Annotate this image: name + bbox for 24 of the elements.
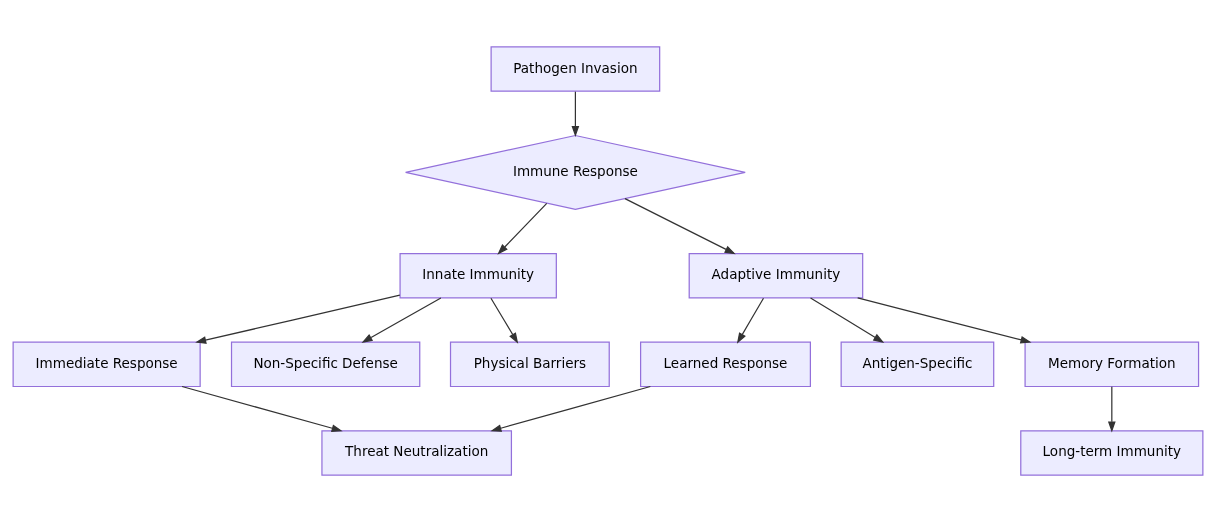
arrow	[809, 297, 885, 343]
arrow	[195, 294, 401, 344]
node-box: Antigen-Specific	[840, 341, 995, 388]
node-box: Physical Barriers	[449, 341, 610, 388]
arrow	[361, 297, 442, 343]
arrow	[1107, 386, 1116, 433]
node-box: Memory Formation	[1024, 341, 1200, 388]
node-diamond: Immune Response	[405, 134, 746, 210]
node-box: Learned Response	[640, 341, 811, 388]
node-box: Non-Specific Defense	[230, 341, 421, 388]
node-box: Threat Neutralization	[321, 430, 513, 476]
arrow	[181, 385, 343, 432]
node-box: Adaptive Immunity	[688, 253, 864, 299]
arrow	[490, 297, 519, 344]
arrow	[497, 202, 548, 255]
arrow	[736, 297, 765, 344]
arrow	[857, 297, 1032, 344]
node-box: Long-term Immunity	[1020, 430, 1204, 476]
arrow	[490, 385, 651, 432]
node-box: Immediate Response	[12, 341, 201, 388]
arrow	[571, 91, 580, 137]
arrow	[624, 197, 736, 255]
node-box: Pathogen Invasion	[490, 46, 661, 92]
node-box: Innate Immunity	[399, 253, 557, 299]
